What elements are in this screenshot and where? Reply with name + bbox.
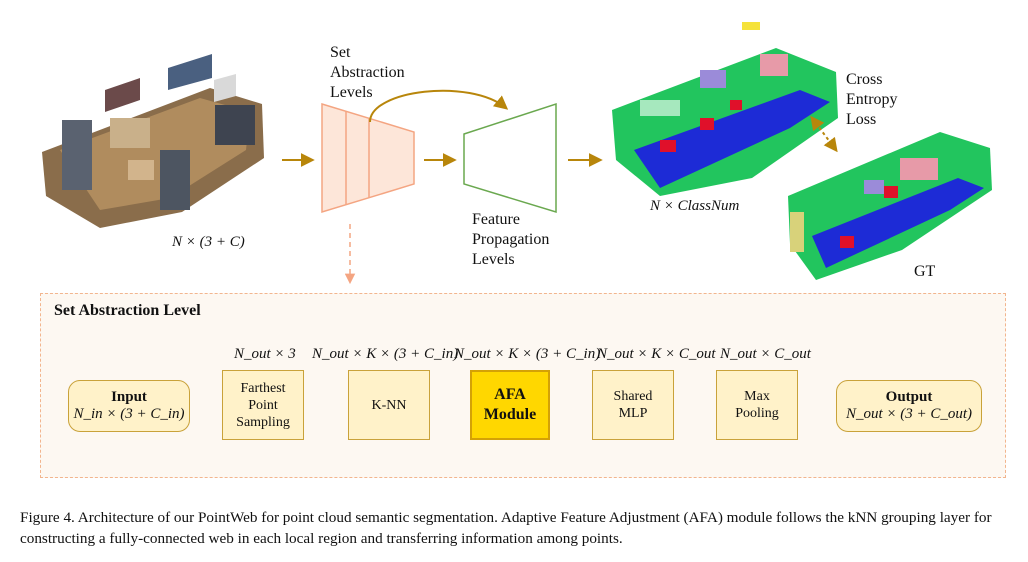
shared-mlp-node: Shared MLP (592, 370, 674, 440)
dim-label-pool: N_out × C_out (720, 346, 811, 362)
feature-propagation-label: Feature Propagation Levels (472, 211, 550, 268)
panel-title: Set Abstraction Level (54, 302, 201, 319)
feature-propagation-trapezoid (463, 102, 557, 214)
afa-module-node: AFA Module (470, 370, 550, 440)
figure-caption: Figure 4. Architecture of our PointWeb f… (20, 509, 992, 547)
dim-label-knn: N_out × K × (3 + C_in) (312, 346, 459, 362)
dim-label-mlp: N_out × K × C_out (597, 346, 716, 362)
loss-label: Cross Entropy Loss (846, 71, 898, 128)
input-dimension-label: N × (3 + C) (172, 234, 245, 250)
farthest-point-sampling-node: Farthest Point Sampling (222, 370, 304, 440)
skip-connection-arrow (369, 89, 509, 123)
ground-truth-segmentation (788, 132, 992, 280)
knn-node: K-NN (348, 370, 430, 440)
gt-label: GT (914, 263, 936, 280)
dim-label-afa: N_out × K × (3 + C_in) (454, 346, 601, 362)
dim-label-fps: N_out × 3 (234, 346, 296, 362)
input-node: Input N_in × (3 + C_in) (68, 380, 190, 432)
loss-connector (810, 115, 838, 153)
set-abstraction-trapezoid (321, 102, 415, 214)
output-dimension-label: N × ClassNum (650, 198, 740, 214)
predicted-segmentation (612, 22, 838, 196)
max-pooling-node: Max Pooling (716, 370, 798, 440)
output-node: Output N_out × (3 + C_out) (836, 380, 982, 432)
set-abstraction-label: Set Abstraction Levels (330, 44, 405, 101)
input-point-cloud (42, 54, 264, 228)
